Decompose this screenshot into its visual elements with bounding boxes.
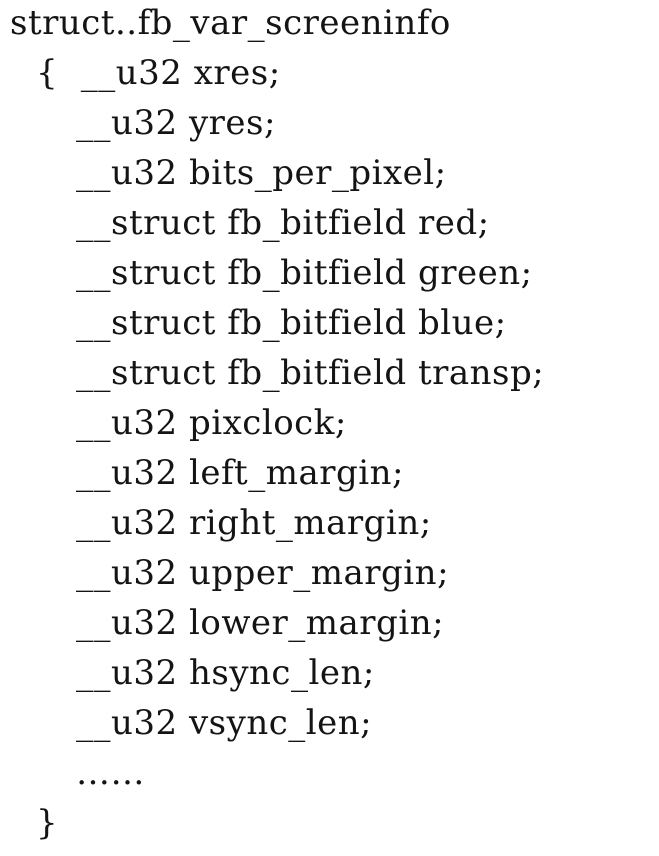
field-upper-margin-line: __u32 upper_margin; [76, 553, 450, 593]
field-lower-margin-line: __u32 lower_margin; [76, 603, 445, 643]
field-left-margin-line: __u32 left_margin; [76, 453, 404, 493]
close-brace-line: } [36, 803, 59, 843]
field-vsync-len-line: __u32 vsync_len; [76, 703, 373, 743]
open-brace-xres-line: { __u32 xres; [36, 53, 281, 93]
field-green-line: __struct fb_bitfield green; [76, 253, 533, 293]
field-hsync-len-line: __u32 hsync_len; [76, 653, 375, 693]
ellipsis-line: …… [76, 753, 145, 793]
field-bits-per-pixel-line: __u32 bits_per_pixel; [76, 153, 447, 193]
field-blue-line: __struct fb_bitfield blue; [76, 303, 507, 343]
field-right-margin-line: __u32 right_margin; [76, 503, 432, 543]
field-transp-line: __struct fb_bitfield transp; [76, 353, 545, 393]
struct-declaration-line: struct..fb_var_screeninfo [10, 3, 451, 43]
field-yres-line: __u32 yres; [76, 103, 276, 143]
field-pixclock-line: __u32 pixclock; [76, 403, 347, 443]
field-red-line: __struct fb_bitfield red; [76, 203, 490, 243]
